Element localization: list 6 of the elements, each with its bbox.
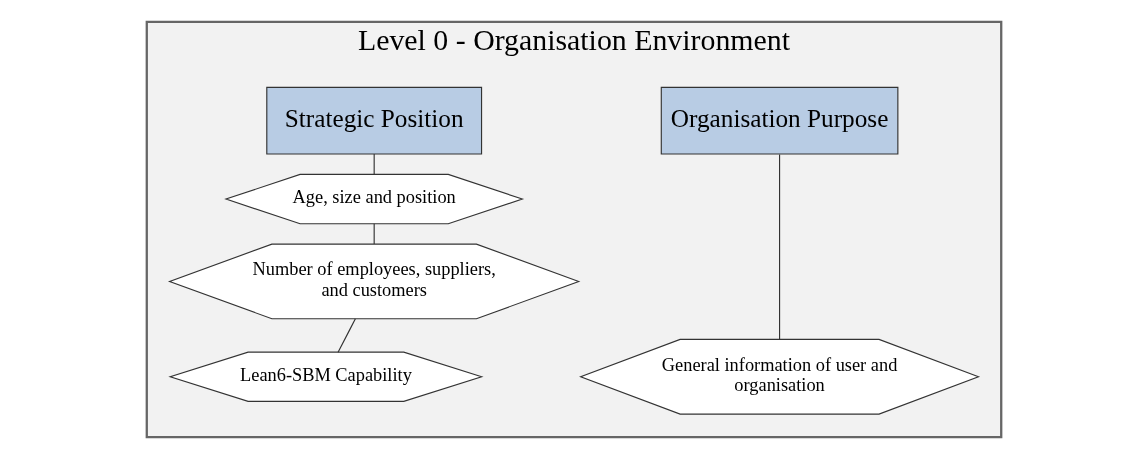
node-box: Strategic Position bbox=[265, 86, 482, 155]
connector bbox=[373, 153, 375, 175]
connector bbox=[373, 223, 375, 245]
connector bbox=[778, 153, 780, 340]
node-box: Organisation Purpose bbox=[660, 86, 898, 155]
connector bbox=[337, 318, 356, 353]
